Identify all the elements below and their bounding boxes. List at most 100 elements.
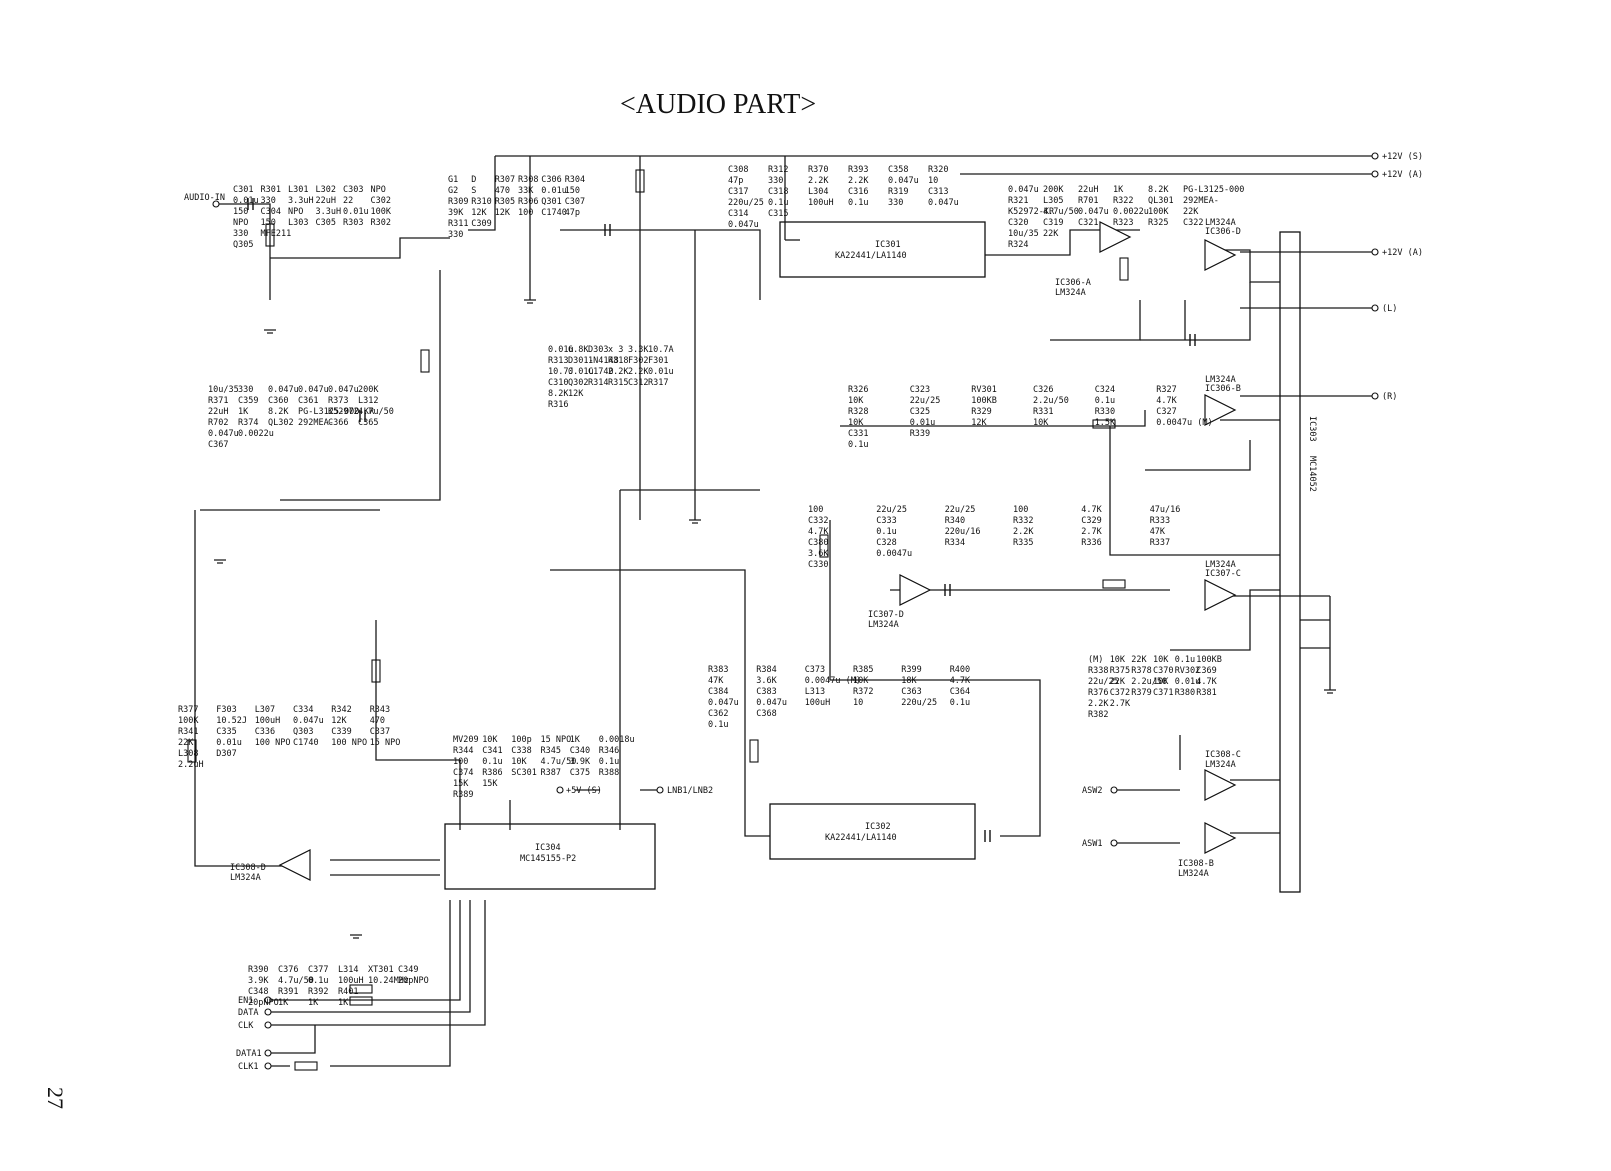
component-ref-label: 220u/25: [728, 198, 764, 208]
component-value-label: C302: [371, 196, 391, 206]
svg-text:IC301: IC301: [875, 240, 901, 250]
component-value-label: R393: [848, 165, 868, 175]
component-value-label: C322: [1183, 218, 1203, 228]
ic302: IC302 KA22441/LA1140: [769, 803, 976, 860]
component-value-label: 1K: [238, 407, 249, 417]
component-ref-label: 0.047u: [888, 176, 919, 186]
component-ref-label: C376: [278, 965, 298, 975]
ic304: IC304 MC145155-P2: [444, 823, 656, 890]
component-ref-label: R379: [1131, 688, 1151, 698]
component-value-label: 0.047u: [293, 716, 324, 726]
component-ref-label: C340: [570, 746, 590, 756]
component-value-label: 22uH: [208, 407, 228, 417]
component-value-label: C329: [1081, 516, 1101, 526]
component-value-label: 0.01u: [1175, 677, 1201, 687]
component-ref-label: MFE211: [261, 229, 292, 239]
component-value-label: R321: [1008, 196, 1028, 206]
component-value-label: R325: [1148, 218, 1168, 228]
component-ref-label: 0.0047u (M): [1156, 418, 1212, 428]
component-value-label: 200K: [358, 385, 379, 395]
svg-text:LM324A: LM324A: [1205, 375, 1236, 385]
component-value-label: 100uH: [338, 976, 364, 986]
component-ref-label: R378: [1131, 666, 1151, 676]
component-value-label: Q305: [233, 240, 253, 250]
component-ref-label: 0.01u: [568, 367, 594, 377]
component-ref-label: L313: [805, 687, 825, 697]
component-ref-label: 10K: [848, 396, 864, 406]
component-ref-label: C364: [950, 687, 970, 697]
svg-text:IC307-C: IC307-C: [1205, 569, 1241, 579]
component-value-label: 0.047u: [708, 698, 739, 708]
component-value-label: C316: [848, 187, 868, 197]
component-ref-label: R384: [756, 665, 776, 675]
component-ref-label: C369: [1196, 666, 1216, 676]
component-value-label: QL301: [1148, 196, 1174, 206]
component-ref-label: C373: [805, 665, 825, 675]
component-ref-label: 22K: [1043, 229, 1059, 239]
svg-text:IC306-A: IC306-A: [1055, 278, 1091, 288]
component-value-label: R332: [1013, 516, 1033, 526]
component-ref-label: C360: [268, 396, 288, 406]
component-ref-label: 470: [495, 186, 510, 196]
component-ref-label: L301: [288, 185, 308, 195]
component-ref-label: NPO: [288, 207, 303, 217]
component-ref-label: 100uH: [808, 198, 834, 208]
ground-symbols: [214, 299, 1336, 939]
component-ref-label: 100K: [371, 207, 392, 217]
component-value-label: Q302: [568, 378, 588, 388]
component-value-label: C358: [888, 165, 908, 175]
component-ref-label: 8.2K: [1148, 185, 1169, 195]
component-value-label: R323: [1113, 218, 1133, 228]
component-value-label: 3.6K: [756, 676, 777, 686]
component-value-label: C327: [1156, 407, 1176, 417]
component-value-label: Q301: [541, 197, 561, 207]
component-ref-label: 47p: [565, 208, 580, 218]
component-ref-label: L312: [358, 396, 378, 406]
component-ref-label: 12K: [471, 208, 487, 218]
component-value-label: R333: [1150, 516, 1170, 526]
resistors: [187, 169, 1129, 1071]
component-value-label: L305: [1043, 196, 1063, 206]
component-value-label: 0.1u: [599, 757, 619, 767]
component-ref-label: 12K: [971, 418, 987, 428]
component-ref-label: R346: [599, 746, 619, 756]
terminal-out-r: (R): [1382, 392, 1397, 402]
component-value-label: 1K: [338, 998, 349, 1008]
page-title: <AUDIO PART>: [620, 89, 816, 120]
component-value-label: 4.7u/50: [278, 976, 314, 986]
component-value-label: R339: [910, 429, 930, 439]
component-ref-label: C362: [708, 709, 728, 719]
svg-text:LM324A: LM324A: [868, 620, 899, 630]
component-value-label: R327: [1156, 385, 1176, 395]
component-value-label: 2.2uH: [178, 760, 204, 770]
component-ref-label: 39K: [448, 208, 464, 218]
component-value-label: RV301: [971, 385, 997, 395]
component-ref-label: C384: [708, 687, 728, 697]
component-value-label: R316: [548, 400, 568, 410]
component-ref-label: R381: [1196, 688, 1216, 698]
component-value-label: 18K: [901, 676, 917, 686]
component-ref-label: 4.7K: [808, 527, 829, 537]
terminal-lnb: LNB1/LNB2: [667, 786, 713, 796]
component-value-label: R317: [648, 378, 668, 388]
component-value-label: 1K: [278, 998, 289, 1008]
component-ref-label: 330: [768, 176, 783, 186]
opamp-ic306-b: IC306-B LM324A: [1204, 375, 1241, 426]
component-value-label: 0.1u: [708, 720, 728, 730]
component-value-label: 15 NPO: [541, 735, 572, 745]
component-value-label: 100 NPO: [331, 738, 367, 748]
component-ref-label: C375: [570, 768, 590, 778]
component-value-label: C333: [876, 516, 896, 526]
component-value-label: R306: [518, 197, 538, 207]
svg-text:LM324A: LM324A: [1205, 760, 1236, 770]
component-value-label: R322: [1113, 196, 1133, 206]
component-ref-label: 8.2K: [548, 389, 569, 399]
terminal-audio-in: AUDIO-IN: [184, 193, 225, 203]
component-value-label: 330: [261, 196, 276, 206]
terminal-5v-s: +5V (S): [566, 786, 602, 796]
component-value-label: C310: [548, 378, 568, 388]
component-value-label: 0.1u: [950, 698, 970, 708]
component-ref-label: R391: [278, 987, 298, 997]
component-value-label: F301: [648, 356, 668, 366]
component-ref-label: 3.3uH: [316, 207, 342, 217]
